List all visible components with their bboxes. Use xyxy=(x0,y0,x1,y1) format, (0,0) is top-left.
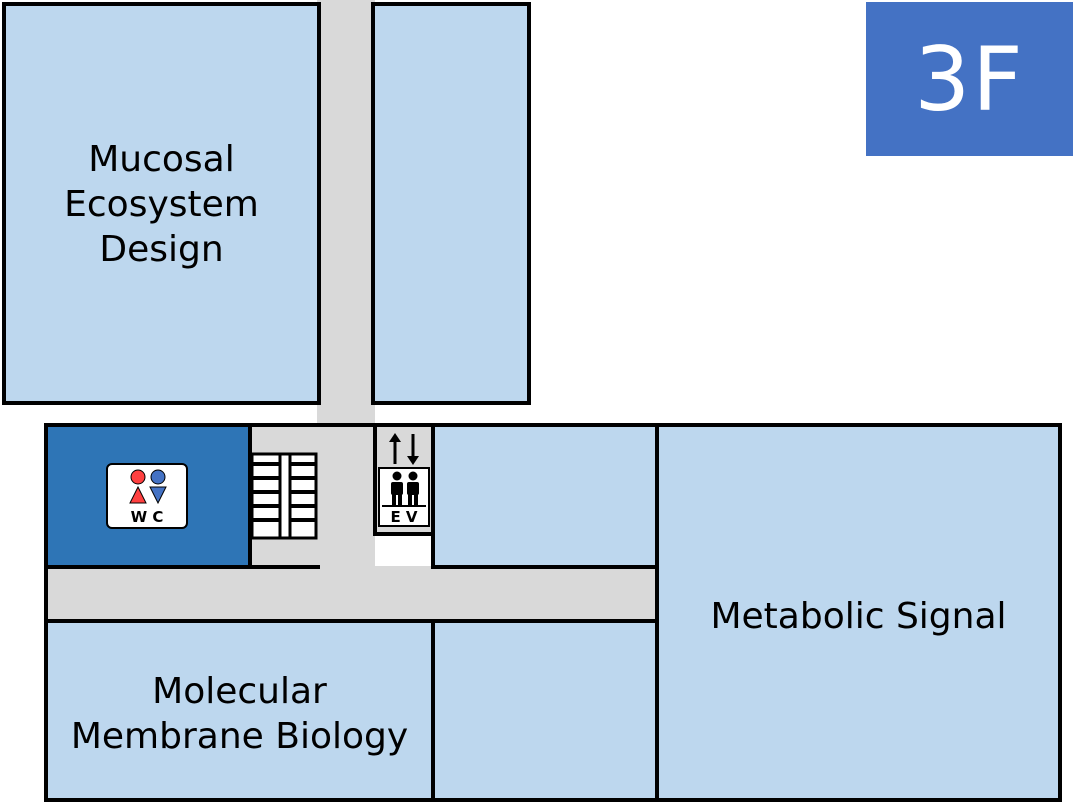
room-center-upper[interactable] xyxy=(431,423,659,569)
room-metabolic-signal[interactable]: Metabolic Signal xyxy=(655,423,1062,802)
elevator-arrows-icon xyxy=(389,433,419,465)
elevator-sign-icon: E V xyxy=(378,467,430,527)
room-name-metabolic: Metabolic Signal xyxy=(710,595,1007,637)
room-upper-right[interactable] xyxy=(371,2,531,405)
floor-badge: 3F xyxy=(866,2,1073,156)
room-mucosal-ecosystem-design[interactable]: Mucosal Ecosystem Design xyxy=(2,2,321,405)
corridor-vertical xyxy=(317,0,375,570)
elevator-label: E V xyxy=(390,508,418,526)
room-name-mucosal: Mucosal Ecosystem Design xyxy=(64,138,259,270)
restroom-sign-icon: W C xyxy=(106,463,188,529)
floor-label: 3F xyxy=(914,27,1025,131)
room-name-molecular: Molecular Membrane Biology xyxy=(70,671,409,757)
corridor-horizontal xyxy=(46,566,658,622)
room-center-lower[interactable] xyxy=(431,619,659,802)
restroom-label: W C xyxy=(130,508,164,526)
room-molecular-membrane-biology[interactable]: Molecular Membrane Biology xyxy=(44,619,435,802)
stairs-icon xyxy=(250,452,318,540)
stairs xyxy=(248,423,320,569)
